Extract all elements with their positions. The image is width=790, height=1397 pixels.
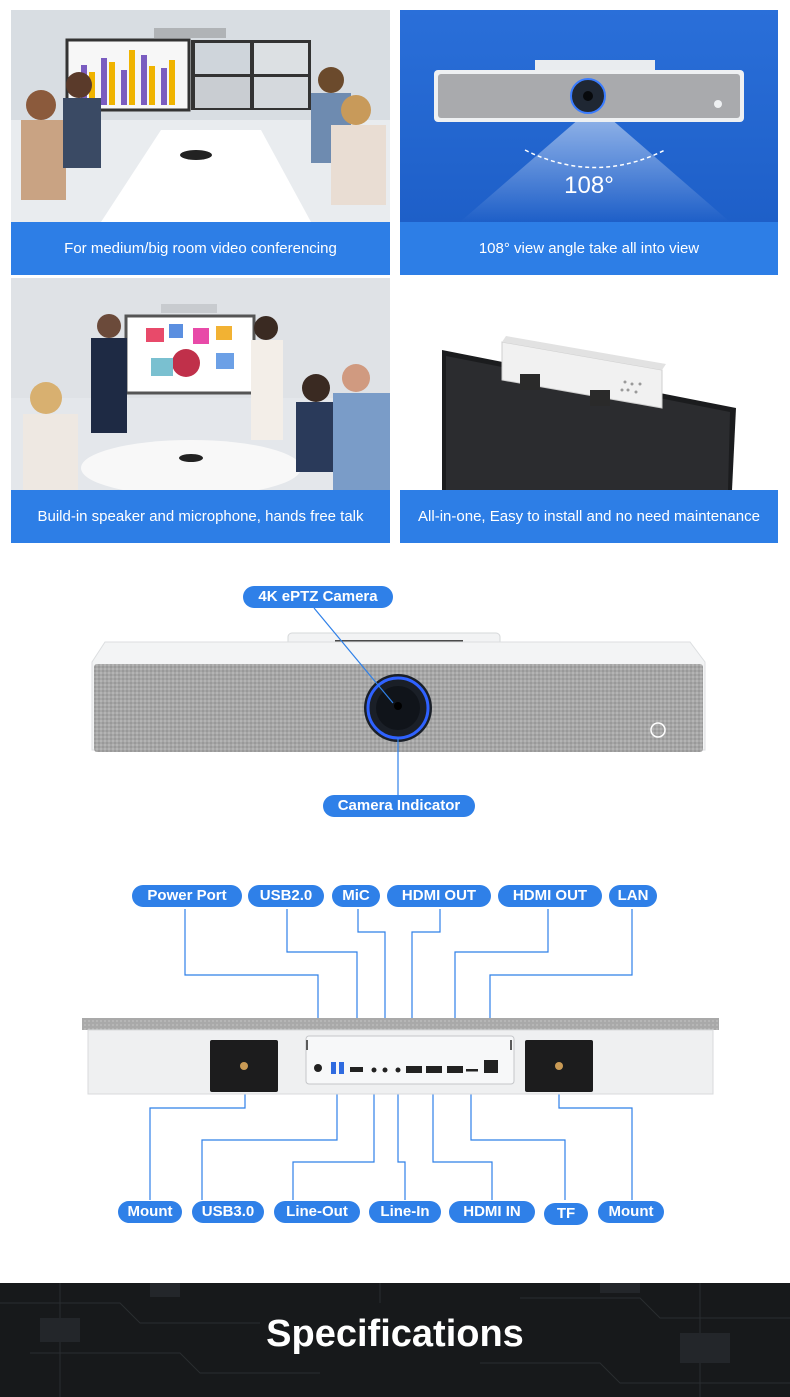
meeting-room-image bbox=[11, 278, 390, 490]
specifications-title: Specifications bbox=[266, 1313, 524, 1355]
feature-caption: Build-in speaker and microphone, hands f… bbox=[11, 490, 390, 543]
label-power-port: Power Port bbox=[132, 885, 242, 907]
feature-caption: 108° view angle take all into view bbox=[400, 222, 778, 275]
label-usb3-0: USB3.0 bbox=[192, 1201, 264, 1223]
label-line-in: Line-In bbox=[369, 1201, 441, 1223]
label-lan: LAN bbox=[609, 885, 657, 907]
circuit-background-pattern bbox=[0, 1283, 790, 1397]
feature-caption: For medium/big room video conferencing bbox=[11, 222, 390, 275]
feature-tile-conference-room: For medium/big room video conferencing bbox=[11, 10, 390, 275]
label-mount-left: Mount bbox=[118, 1201, 182, 1223]
label-4k-eptz-camera: 4K ePTZ Camera bbox=[243, 586, 393, 608]
view-angle-image bbox=[400, 10, 778, 222]
feature-tile-all-in-one: All-in-one, Easy to install and no need … bbox=[400, 278, 778, 543]
label-hdmi-out-2: HDMI OUT bbox=[498, 885, 602, 907]
rear-device-illustration bbox=[82, 909, 719, 1200]
specifications-banner: Specifications bbox=[0, 1283, 790, 1397]
feature-tile-speaker-mic: Build-in speaker and microphone, hands f… bbox=[11, 278, 390, 543]
label-hdmi-out-1: HDMI OUT bbox=[387, 885, 491, 907]
label-mount-right: Mount bbox=[598, 1201, 664, 1223]
feature-caption: All-in-one, Easy to install and no need … bbox=[400, 490, 778, 543]
label-hdmi-in: HDMI IN bbox=[449, 1201, 535, 1223]
monitor-mount-image bbox=[400, 278, 778, 490]
conference-room-image bbox=[11, 10, 390, 222]
feature-tile-view-angle: 108° 108° view angle take all into view bbox=[400, 10, 778, 275]
label-mic: MiC bbox=[332, 885, 380, 907]
label-camera-indicator: Camera Indicator bbox=[323, 795, 475, 817]
label-tf: TF bbox=[544, 1203, 588, 1225]
front-device-illustration bbox=[91, 607, 706, 795]
label-usb2-0: USB2.0 bbox=[248, 885, 324, 907]
angle-label: 108° bbox=[564, 172, 614, 199]
label-line-out: Line-Out bbox=[274, 1201, 360, 1223]
